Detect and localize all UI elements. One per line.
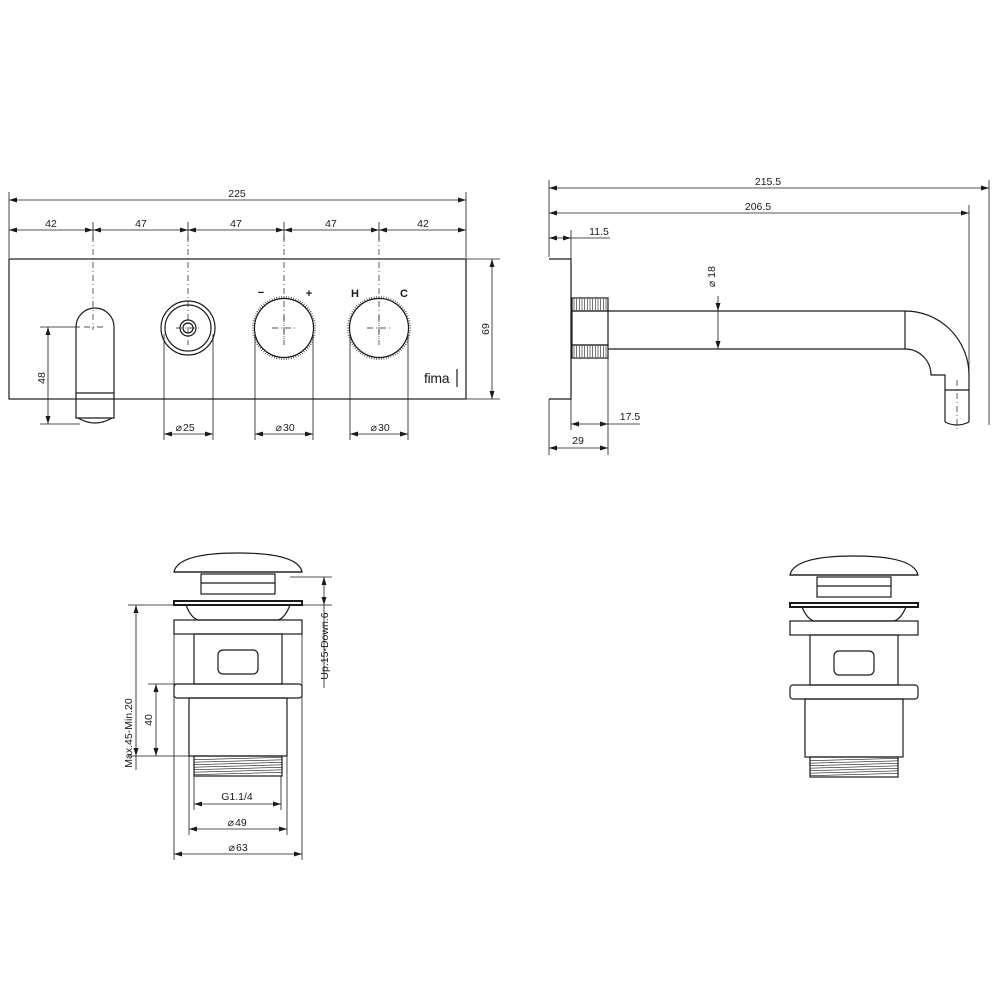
dim-spout-length: 206.5: [549, 201, 970, 390]
spout-length-label: 206.5: [745, 201, 771, 213]
waste-view-dimensioned: Up.15-Down.6 Max.45-Min.20 40 G1.1/4: [123, 552, 332, 860]
thread-line: [193, 759, 283, 763]
dia-knob-right-label: 30: [378, 422, 390, 434]
spout-front: [75, 307, 115, 424]
dia-diverter-label: 25: [183, 422, 195, 434]
thread-line: [809, 768, 899, 771]
brand-logo: fima: [424, 370, 450, 386]
thread-line: [193, 762, 283, 765]
dim-body-depth: 17.5: [570, 358, 641, 455]
dim-plate-height: 69: [466, 258, 500, 400]
body-depth-label: 17.5: [620, 411, 641, 423]
spacing-3-label: 47: [230, 218, 242, 230]
thread-line: [193, 772, 283, 775]
plate-offset-label: 11.5: [589, 226, 609, 238]
body-height-label: 40: [143, 714, 155, 726]
thread-line: [809, 773, 899, 776]
spout-height-label: 48: [36, 372, 48, 384]
minus-label: −: [258, 287, 264, 299]
adjustment-label: Up.15-Down.6: [319, 612, 331, 679]
flow-knob[interactable]: [347, 296, 411, 360]
thread-line: [193, 757, 283, 760]
knurl-band: [573, 299, 607, 310]
plate-height-label: 69: [480, 323, 492, 335]
thread-outline: [809, 756, 899, 778]
dim-right-knob-diameter: ⌀ 30: [349, 334, 409, 440]
overall-length-label: 215.5: [755, 176, 781, 188]
thread-outline: [193, 755, 283, 777]
dia-symbol-spout: ⌀: [706, 280, 718, 287]
spacing-1-label: 42: [45, 218, 57, 230]
thread-line: [809, 760, 899, 764]
plus-label: +: [306, 288, 312, 300]
waste-valve-left: [173, 552, 303, 777]
dia-symbol-diverter: ⌀: [176, 422, 183, 434]
dia-symbol-flange: ⌀: [229, 842, 236, 854]
temperature-knob[interactable]: [252, 296, 316, 360]
thread-line: [809, 758, 899, 761]
dia-symbol-left: ⌀: [276, 422, 283, 434]
diverter-knob[interactable]: [160, 300, 216, 356]
cold-label: C: [400, 288, 408, 300]
dim-plate-offset: 11.5: [549, 226, 610, 262]
dim-body-height: 40: [143, 683, 178, 756]
thread-line: [809, 765, 899, 769]
spacing-2-label: 47: [135, 218, 147, 230]
dim-height-range: Max.45-Min.20: [123, 604, 190, 770]
dim-thread: G1.1/4: [193, 776, 282, 810]
hot-label: H: [351, 288, 359, 300]
spacing-4-label: 47: [325, 218, 337, 230]
spout-side: [608, 310, 970, 430]
dim-overall-width: 225: [8, 188, 467, 258]
body-diameter-label: 49: [235, 817, 247, 829]
dim-spout-diameter: ⌀ 18: [706, 266, 721, 349]
thread-line: [193, 769, 283, 773]
thread-line: [193, 767, 283, 770]
thread-line: [809, 770, 899, 774]
height-range-label: Max.45-Min.20: [123, 698, 135, 768]
spacing-5-label: 42: [417, 218, 429, 230]
wall-plate: [8, 258, 467, 400]
dia-symbol-right: ⌀: [371, 422, 378, 434]
dia-symbol-body: ⌀: [228, 817, 235, 829]
thread: [193, 755, 283, 777]
dim-adjustment: Up.15-Down.6: [290, 576, 332, 688]
dim-spout-height: 48: [36, 326, 80, 425]
plate-side: [549, 258, 572, 400]
total-depth-label: 29: [572, 435, 584, 447]
dim-total-depth: 29: [548, 399, 608, 455]
spout-diameter-label: 18: [706, 266, 718, 278]
dim-left-knob-diameter: ⌀ 30: [254, 334, 314, 440]
dim-flange-diameter: ⌀ 63: [173, 634, 303, 860]
dim-overall-length: 215.5: [548, 176, 990, 425]
waste-valve-right: [789, 555, 919, 778]
dim-spacing-chain: 42 47 47 47 42: [9, 218, 466, 240]
thread-label: G1.1/4: [221, 791, 253, 803]
thread-line: [809, 763, 899, 766]
side-view: 215.5 206.5 11.5: [548, 176, 990, 455]
thread: [809, 756, 899, 778]
dia-knob-left-label: 30: [283, 422, 295, 434]
dim-body-diameter: ⌀ 49: [188, 756, 288, 835]
flange-diameter-label: 63: [236, 842, 248, 854]
thread-line: [193, 764, 283, 768]
overall-width-label: 225: [228, 188, 246, 200]
knurl-band: [573, 346, 607, 357]
knob-body-side: [571, 297, 609, 359]
front-view: 225 42 47 47 47 42: [8, 188, 500, 440]
dim-diverter-diameter: ⌀ 25: [163, 334, 214, 440]
